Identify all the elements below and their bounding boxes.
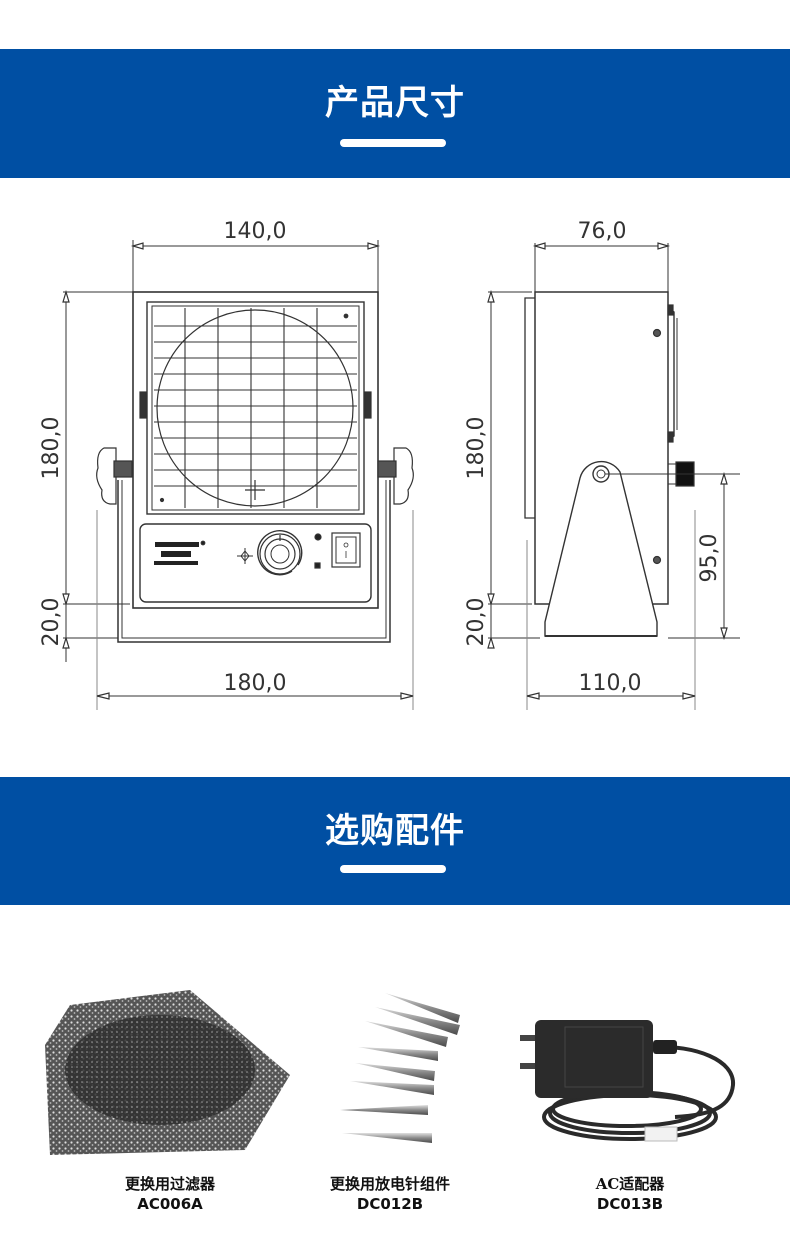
side-depth-label: 76,0 [578, 219, 627, 244]
filter-foam-image [40, 985, 295, 1155]
front-width-label: 140,0 [224, 219, 287, 244]
accessory-code: DC013B [596, 1195, 664, 1213]
side-view [487, 242, 740, 710]
accessory-caption-needles: 更换用放电针组件 DC012B [280, 1174, 500, 1214]
accessory-caption-adapter: AC适配器 DC013B [520, 1174, 740, 1214]
title-underline [340, 139, 446, 147]
dimensions-title: 产品尺寸 [325, 83, 465, 123]
dimension-drawing: 140,0 180,0 20,0 180,0 76,0 180,0 20,0 9… [0, 178, 790, 778]
accessory-code: DC012B [356, 1195, 424, 1213]
front-base-width-label: 180,0 [224, 671, 287, 696]
accessory-name: 更换用放电针组件 [329, 1175, 450, 1193]
accessory-name: AC适配器 [595, 1175, 665, 1193]
accessory-name: 更换用过滤器 [124, 1175, 215, 1193]
accessories-title: 选购配件 [325, 811, 465, 851]
accessory-caption-filter: 更换用过滤器 AC006A [60, 1174, 280, 1214]
accessory-code: AC006A [137, 1195, 203, 1213]
dimensions-banner: 产品尺寸 [0, 49, 790, 178]
side-pivot-height-label: 95,0 [697, 534, 722, 583]
front-base-offset-label: 20,0 [39, 598, 64, 647]
side-base-depth-label: 110,0 [579, 671, 642, 696]
accessories-banner: 选购配件 [0, 777, 790, 905]
front-view [62, 240, 414, 710]
ac-adapter-image [515, 1005, 745, 1160]
side-base-offset-label: 20,0 [464, 598, 489, 647]
side-height-label: 180,0 [464, 417, 489, 480]
discharge-needles-image [330, 985, 470, 1145]
front-height-label: 180,0 [39, 417, 64, 480]
title-underline [340, 865, 446, 873]
